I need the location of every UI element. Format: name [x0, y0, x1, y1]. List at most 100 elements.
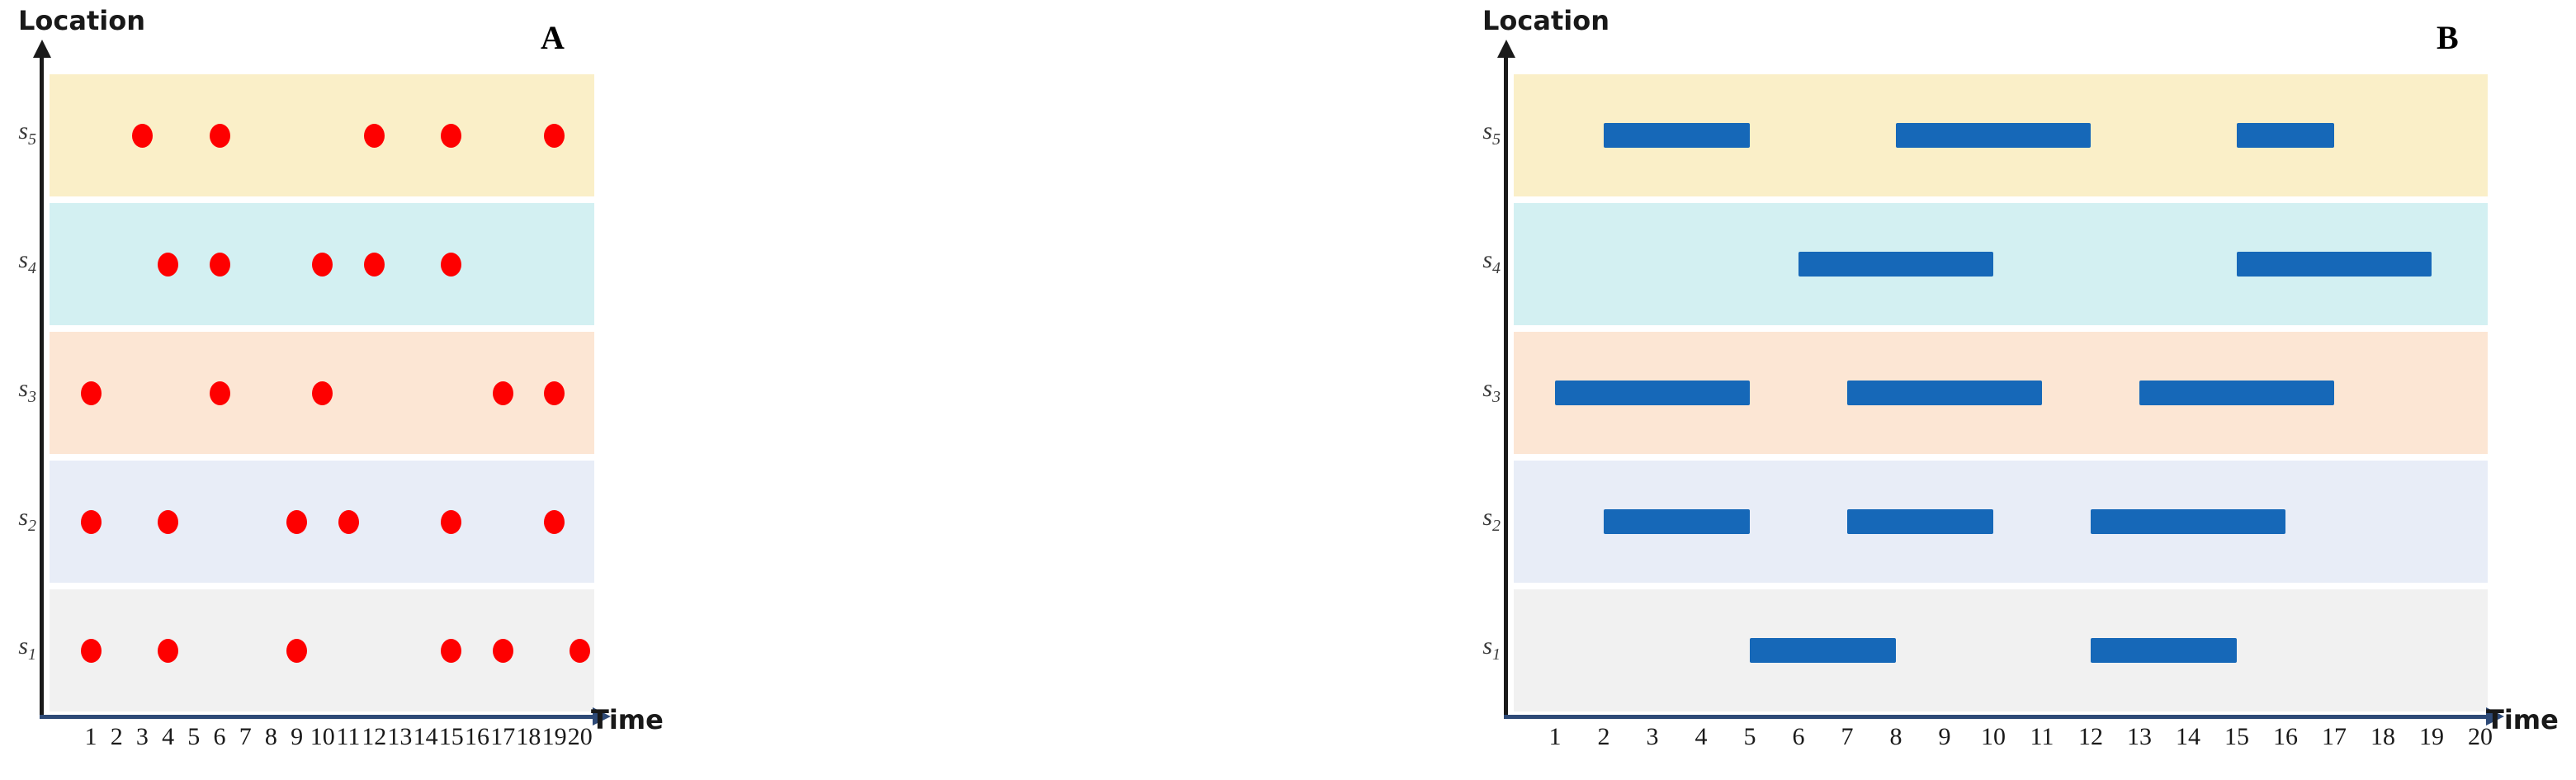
data-point-s2-t9: [286, 509, 308, 534]
data-point-s2-t15: [441, 509, 462, 534]
x-tick-label-7: 7: [1841, 723, 1854, 750]
x-tick-label-3: 3: [1646, 723, 1659, 750]
x-tick-label-15: 15: [438, 723, 464, 750]
x-tick-label-7: 7: [239, 723, 252, 750]
x-tick-label-17: 17: [490, 723, 516, 750]
data-point-s5-t6: [209, 123, 230, 148]
panel-letter-b: B: [2437, 19, 2459, 56]
row-label-s3: s3: [18, 375, 36, 406]
data-point-s3-t17: [492, 381, 513, 405]
x-tick-label-8: 8: [264, 723, 277, 750]
data-bar-s1-t12-15: [2091, 638, 2237, 663]
row-label-s2: s2: [1482, 503, 1501, 535]
x-axis-title-a: Time: [591, 704, 664, 735]
row-label-s5: s5: [18, 117, 36, 149]
row-label-s2: s2: [18, 503, 36, 535]
data-point-s3-t19: [544, 381, 565, 405]
row-label-s4: s4: [18, 246, 36, 277]
data-point-s4-t12: [363, 252, 385, 277]
data-point-s4-t10: [312, 252, 333, 277]
x-tick-label-6: 6: [213, 723, 226, 750]
data-point-s1-t1: [80, 638, 102, 663]
x-tick-label-1: 1: [1548, 723, 1562, 750]
data-point-s3-t6: [209, 381, 230, 405]
x-tick-label-10: 10: [1981, 723, 2006, 750]
data-bar-s5-t15-17: [2237, 123, 2334, 148]
y-axis-title-b: Location: [1482, 5, 1609, 36]
data-point-s2-t4: [158, 509, 179, 534]
data-bar-s4-t6-10: [1798, 252, 1993, 277]
data-point-s5-t12: [363, 123, 385, 148]
x-tick-label-16: 16: [464, 723, 489, 750]
data-point-s4-t4: [158, 252, 179, 277]
x-tick-label-9: 9: [1938, 723, 1951, 750]
data-point-s1-t20: [570, 638, 591, 663]
data-bar-s2-t2-5: [1604, 509, 1750, 534]
data-bar-s2-t12-16: [2091, 509, 2285, 534]
x-tick-label-11: 11: [2030, 723, 2054, 750]
x-tick-label-10: 10: [310, 723, 335, 750]
x-tick-label-13: 13: [387, 723, 413, 750]
x-tick-label-20: 20: [567, 723, 593, 750]
y-axis-arrow-a: [33, 40, 51, 58]
x-tick-label-12: 12: [362, 723, 387, 750]
row-label-s1: s1: [1482, 632, 1501, 664]
data-bar-s3-t13-17: [2139, 381, 2334, 405]
row-label-s5: s5: [1482, 117, 1501, 149]
y-axis-line-b: [1504, 56, 1508, 716]
x-axis-line-b: [1504, 715, 2488, 719]
data-bar-s1-t5-8: [1750, 638, 1896, 663]
x-axis-line-a: [40, 715, 594, 719]
x-axis-arrow-b: [2486, 707, 2504, 726]
x-tick-label-17: 17: [2322, 723, 2347, 750]
data-point-s1-t4: [158, 638, 179, 663]
plot-area-a: [50, 74, 594, 716]
data-point-s1-t15: [441, 638, 462, 663]
x-tick-label-19: 19: [2419, 723, 2444, 750]
data-point-s1-t17: [492, 638, 513, 663]
panel-letter-a: A: [541, 19, 565, 56]
band-s2: [50, 461, 594, 583]
x-tick-label-18: 18: [2370, 723, 2395, 750]
x-tick-label-19: 19: [541, 723, 567, 750]
x-tick-label-12: 12: [2078, 723, 2103, 750]
data-point-s3-t10: [312, 381, 333, 405]
x-tick-label-14: 14: [2176, 723, 2200, 750]
x-tick-label-16: 16: [2273, 723, 2298, 750]
row-label-s1: s1: [18, 632, 36, 664]
x-tick-label-15: 15: [2224, 723, 2249, 750]
data-point-s4-t6: [209, 252, 230, 277]
x-axis-arrow-a: [593, 707, 611, 726]
x-tick-label-18: 18: [516, 723, 541, 750]
x-tick-label-2: 2: [1597, 723, 1610, 750]
x-tick-label-1: 1: [84, 723, 97, 750]
data-point-s5-t3: [131, 123, 153, 148]
data-bar-s5-t2-5: [1604, 123, 1750, 148]
x-axis-title-b: Time: [2486, 704, 2559, 735]
data-point-s5-t19: [544, 123, 565, 148]
row-label-s3: s3: [1482, 375, 1501, 406]
x-tick-label-8: 8: [1889, 723, 1902, 750]
data-point-s2-t11: [338, 509, 359, 534]
x-tick-label-9: 9: [291, 723, 304, 750]
y-axis-line-a: [40, 56, 44, 716]
data-point-s3-t1: [80, 381, 102, 405]
band-s1: [1514, 589, 2488, 711]
data-bar-s4-t15-19: [2237, 252, 2432, 277]
data-bar-s3-t7-11: [1847, 381, 2042, 405]
y-axis-arrow-b: [1497, 40, 1515, 58]
x-tick-label-2: 2: [110, 723, 123, 750]
data-point-s5-t15: [441, 123, 462, 148]
x-tick-label-4: 4: [162, 723, 175, 750]
x-tick-label-4: 4: [1694, 723, 1708, 750]
x-tick-label-5: 5: [187, 723, 201, 750]
x-tick-label-14: 14: [413, 723, 438, 750]
data-point-s4-t15: [441, 252, 462, 277]
data-point-s2-t1: [80, 509, 102, 534]
x-tick-label-20: 20: [2468, 723, 2493, 750]
x-tick-label-13: 13: [2127, 723, 2152, 750]
x-tick-label-5: 5: [1743, 723, 1756, 750]
data-point-s2-t19: [544, 509, 565, 534]
